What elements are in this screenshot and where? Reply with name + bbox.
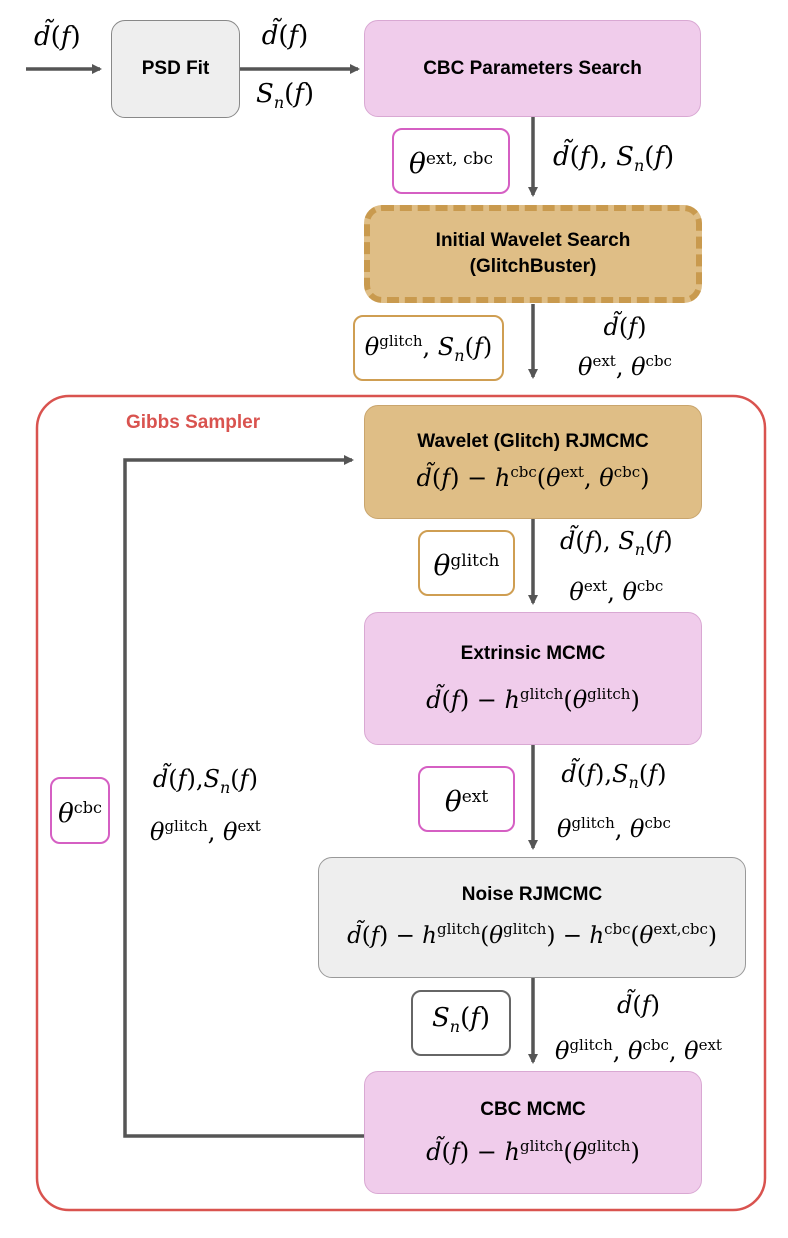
- psd-fit-title: PSD Fit: [141, 58, 210, 79]
- cbc-mcmc-node: CBC MCMC d̃(f) − hglitch(θglitch): [364, 1071, 702, 1194]
- edge-label-noise-to-cbc: d̃(f) θglitch, θcbc, θext: [555, 991, 722, 1065]
- noise-rjmcmc-node: Noise RJMCMC d̃(f) − hglitch(θglitch) − …: [318, 857, 746, 978]
- tag-theta-ext: θext: [418, 766, 515, 832]
- psd-fit-node: PSD Fit: [111, 20, 240, 118]
- tag-theta-ext-cbc: θext, cbc: [392, 128, 510, 194]
- arrow-loop-back: [123, 455, 364, 1138]
- initial-wavelet-search-node: Initial Wavelet Search (GlitchBuster): [364, 205, 702, 303]
- initial-wavelet-title-1: Initial Wavelet Search: [435, 230, 631, 251]
- gibbs-sampler-label: Gibbs Sampler: [126, 412, 261, 433]
- tag-theta-cbc: θcbc: [50, 777, 110, 844]
- wavelet-rjmcmc-formula: d̃(f) − hcbc(θext, θcbc): [416, 463, 650, 492]
- edge-label-initial-to-gibbs: d̃(f) θext, θcbc: [578, 313, 672, 381]
- tag-theta-glitch: θglitch: [418, 530, 515, 596]
- edge-label-extrinsic-to-noise: d̃(f),Sn(f) θglitch, θcbc: [557, 760, 671, 843]
- cbc-parameters-search-node: CBC Parameters Search: [364, 20, 701, 117]
- cbc-mcmc-formula: d̃(f) − hglitch(θglitch): [426, 1136, 640, 1166]
- edge-label-psd-to-cbc: d̃(f) Sn(f): [256, 21, 315, 113]
- extrinsic-mcmc-formula: d̃(f) − hglitch(θglitch): [426, 684, 640, 714]
- noise-rjmcmc-formula: d̃(f) − hglitch(θglitch) − hcbc(θext,cbc…: [347, 920, 717, 949]
- edge-label-cbc-to-initial: d̃(f), Sn(f): [553, 142, 675, 176]
- noise-rjmcmc-title: Noise RJMCMC: [461, 884, 603, 905]
- gibbs-sampler-frame: [35, 394, 767, 1212]
- initial-wavelet-title-2: (GlitchBuster): [469, 256, 597, 277]
- edge-label-input: d̃(f): [34, 22, 81, 52]
- wavelet-rjmcmc-node: Wavelet (Glitch) RJMCMC d̃(f) − hcbc(θex…: [364, 405, 702, 519]
- edge-label-loop-back: d̃(f),Sn(f) θglitch, θext: [150, 765, 261, 846]
- wavelet-rjmcmc-title: Wavelet (Glitch) RJMCMC: [417, 431, 649, 452]
- cbc-mcmc-title: CBC MCMC: [480, 1098, 586, 1120]
- cbc-search-title: CBC Parameters Search: [423, 57, 642, 79]
- tag-theta-glitch-sn: θglitch, Sn(f): [353, 315, 504, 381]
- tag-sn: Sn(f): [411, 990, 511, 1056]
- extrinsic-mcmc-title: Extrinsic MCMC: [460, 642, 606, 664]
- edge-label-wavelet-to-extrinsic: d̃(f), Sn(f) θext, θcbc: [560, 527, 673, 606]
- extrinsic-mcmc-node: Extrinsic MCMC d̃(f) − hglitch(θglitch): [364, 612, 702, 745]
